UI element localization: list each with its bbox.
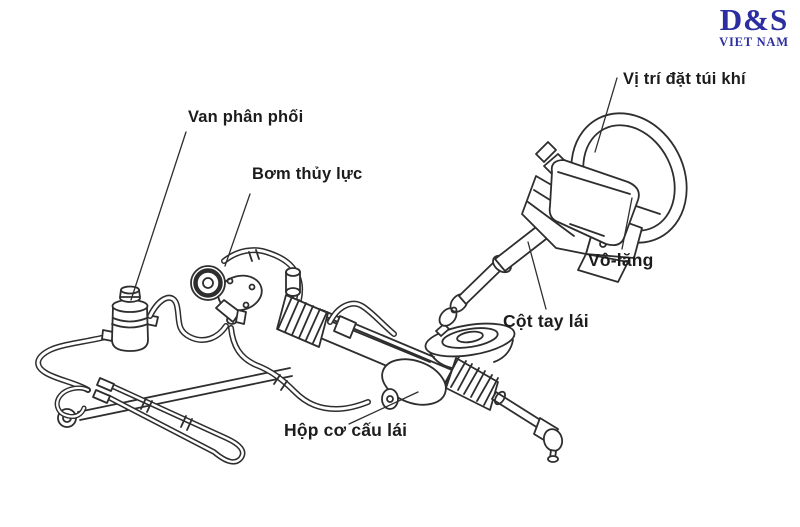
leader-lines <box>130 77 633 425</box>
logo-text-ds: D&S <box>719 2 789 37</box>
cooler-tube <box>92 377 246 465</box>
brand-logo: D&S VIET NAM <box>716 4 792 49</box>
leader-van-phan-phoi <box>130 131 187 301</box>
steering-gear-box <box>276 294 499 411</box>
hydraulic-pump <box>190 265 263 325</box>
leader-cot-tay-lai <box>527 241 547 310</box>
pinion-input-flange <box>424 322 516 369</box>
label-cot-tay-lai: Cột tay lái <box>503 311 589 331</box>
logo-text-vietnam: VIET NAM <box>719 35 789 49</box>
leader-vi-tri-dat-tui-khi <box>594 77 618 153</box>
leader-hop-co-cau-lai <box>348 391 419 425</box>
tie-rod-right <box>491 390 564 463</box>
label-bom-thuy-luc: Bơm thủy lực <box>252 165 363 183</box>
label-vi-tri-dat-tui-khi: Vị trí đặt túi khí <box>623 70 746 88</box>
leader-bom-thuy-luc <box>224 193 251 267</box>
label-vo-lang: Vô-lăng <box>588 250 654 270</box>
label-hop-co-cau-lai: Hộp cơ cấu lái <box>284 420 408 440</box>
steering-column <box>435 223 551 337</box>
leader-vo-lang <box>621 197 633 250</box>
steering-wheel <box>521 112 688 283</box>
label-van-phan-phoi: Van phân phối <box>188 108 304 126</box>
